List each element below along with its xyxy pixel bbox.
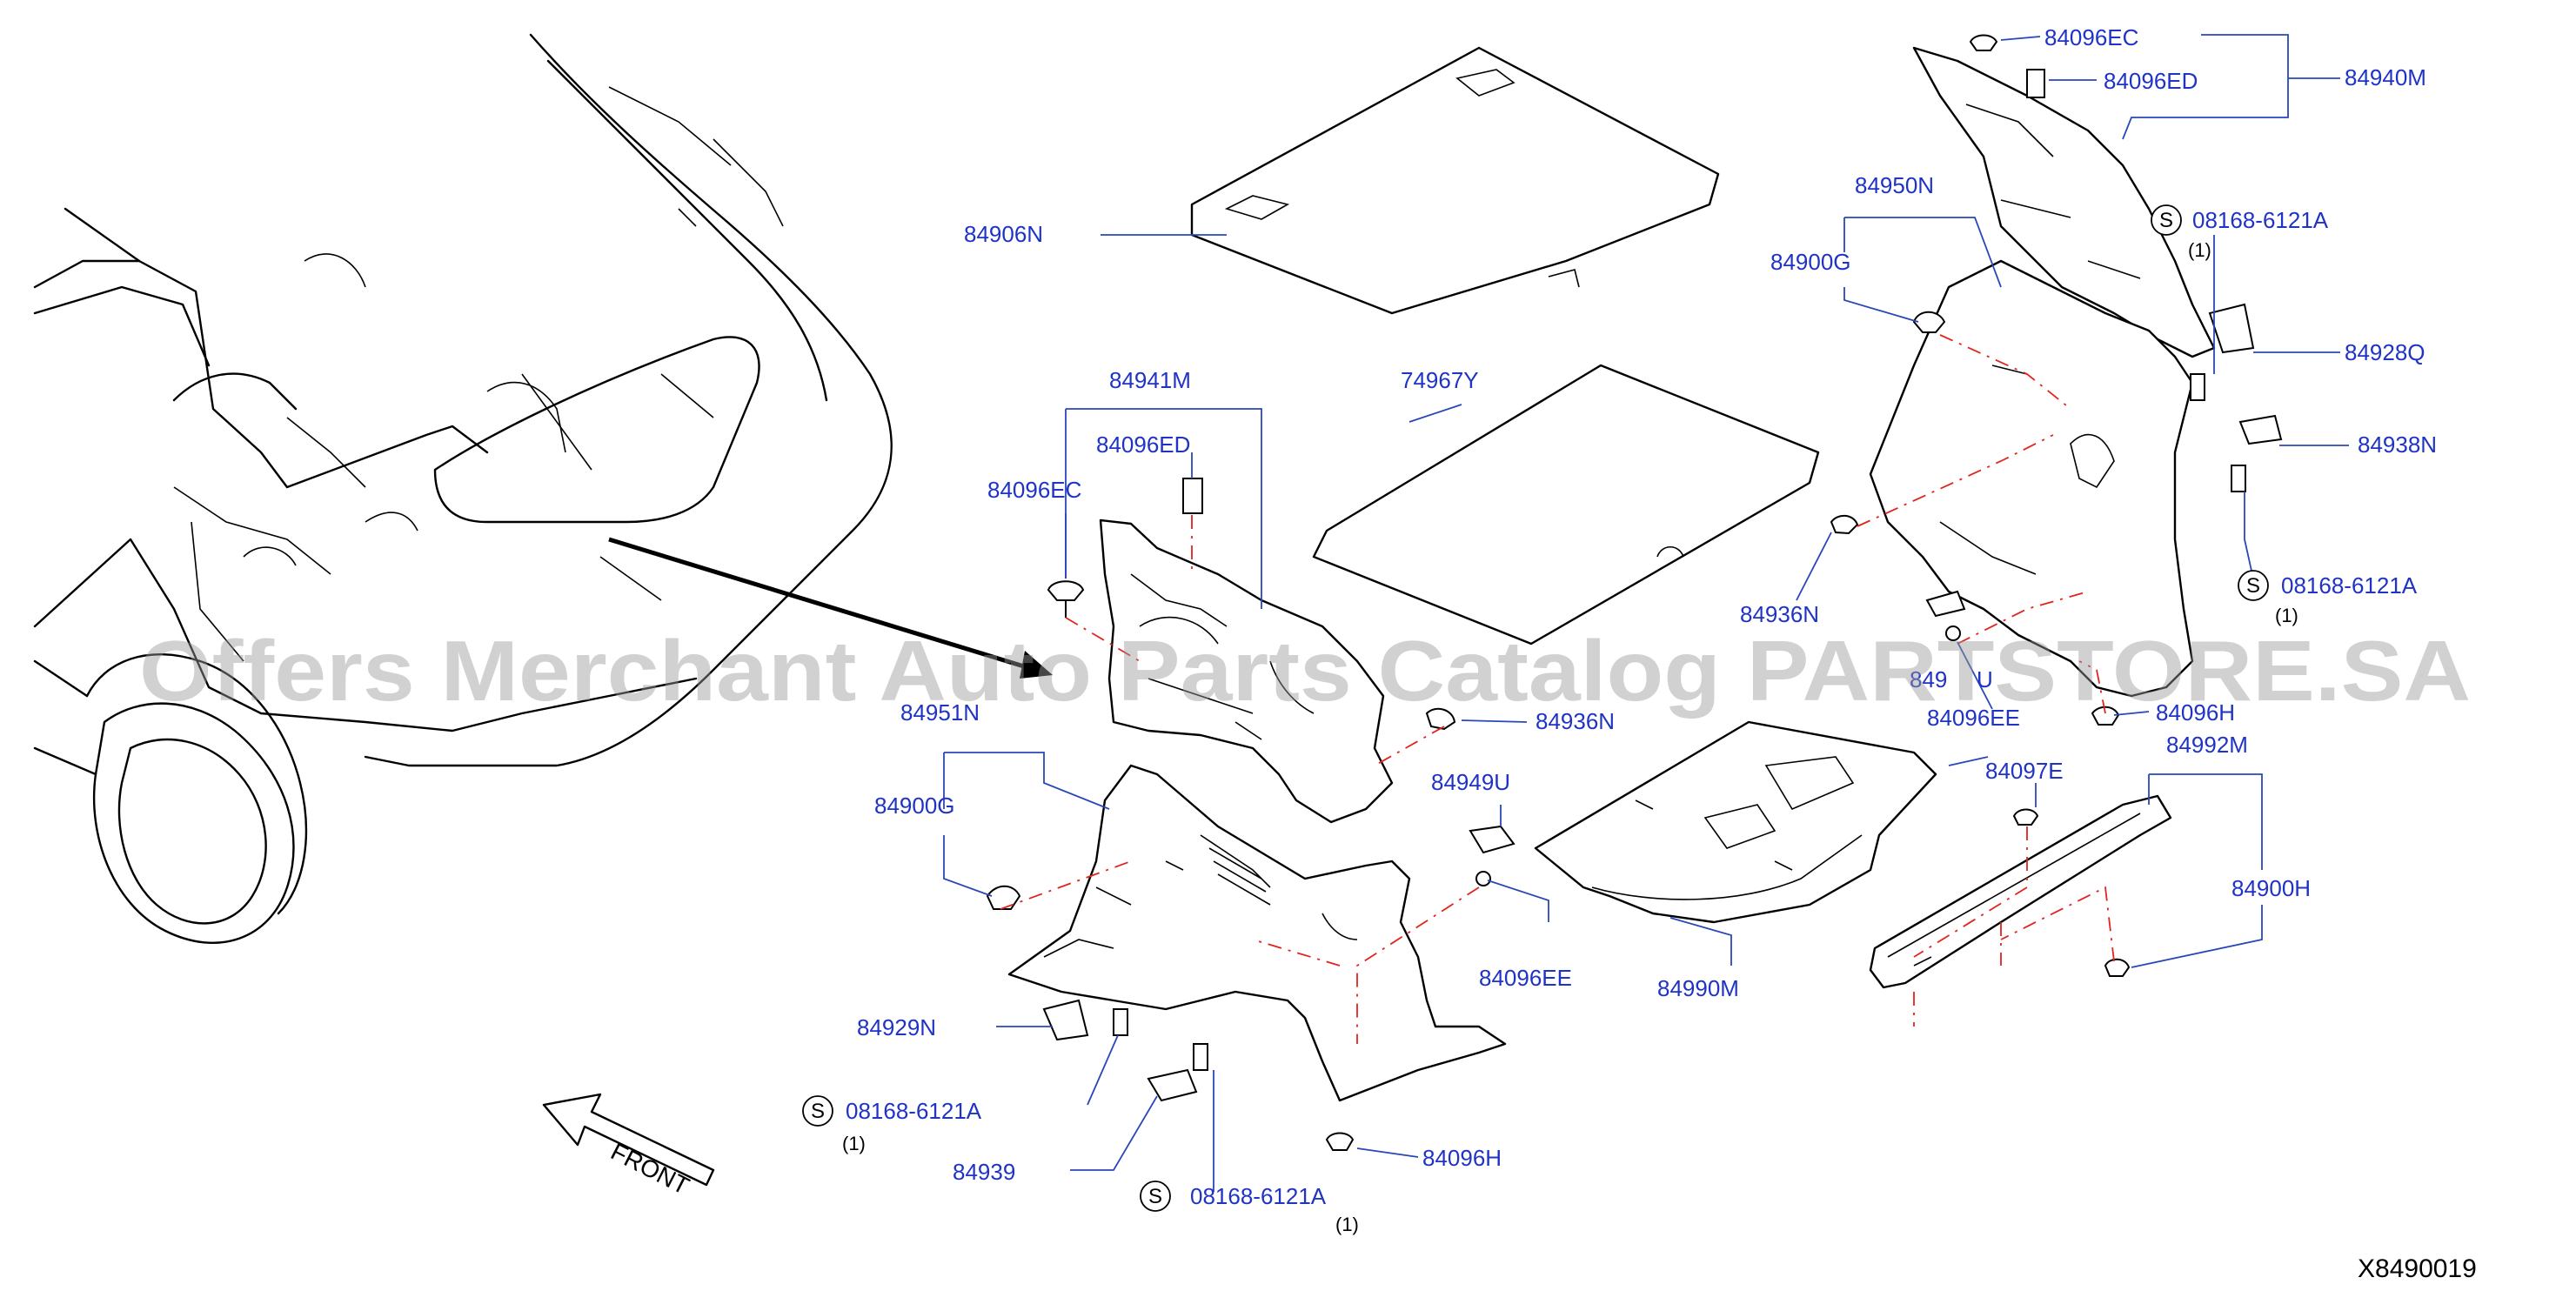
clip-84936N-mid [1425,707,1456,731]
clip-84097E [2012,808,2039,826]
leader-lines [943,34,2349,1192]
callout-84096ED-right[interactable]: 84096ED [2104,68,2198,94]
clip-84096EE-right [1945,625,1961,641]
bolt-08168-left2 [1193,1043,1208,1071]
callout-84949U-right-partial[interactable]: 849 [1910,666,1947,692]
assembly-lines [1000,334,2115,1044]
callout-84097E[interactable]: 84097E [1985,758,2064,784]
clip-84096H-right [2091,706,2120,726]
clip-84096EC-right [1969,34,1998,51]
callout-84941M[interactable]: 84941M [1109,367,1191,393]
cargo-tray-84990M [1534,720,1937,924]
callout-84949U-right-suffix: U [1977,666,1993,692]
callout-84906N[interactable]: 84906N [964,221,1043,247]
side-trim-right-84950N [1830,259,2283,726]
diagram-code: X8490019 [2358,1254,2477,1283]
callout-84936N-mid[interactable]: 84936N [1536,708,1615,734]
vehicle-rear-illustration [33,33,1053,944]
clip-84949U-right [1925,590,1966,618]
callout-84939[interactable]: 84939 [953,1159,1015,1185]
callout-84938N[interactable]: 84938N [2358,431,2437,458]
service-symbol-left2: S [1148,1185,1162,1208]
cargo-mat-74967Y [1312,364,1820,646]
qty-right2: (1) [2275,605,2298,626]
service-symbol-right1: S [2159,209,2173,232]
bracket-84938N [2238,414,2283,445]
callout-08168-right1[interactable]: 08168-6121A [2192,207,2329,233]
callout-84096ED-left[interactable]: 84096ED [1096,431,1190,458]
qty-left1: (1) [842,1133,866,1154]
clip-84096EE-left [1475,871,1491,886]
bolt-08168-left1 [1113,1008,1128,1036]
callout-84951N[interactable]: 84951N [900,699,980,726]
bracket-84939 [1147,1068,1198,1102]
callout-74967Y[interactable]: 74967Y [1401,367,1479,393]
clip-84096ED-left [1182,478,1203,514]
callout-84096EE-left[interactable]: 84096EE [1479,965,1572,991]
callout-84096EE-right[interactable]: 84096EE [1927,705,2020,731]
side-trim-upper-84941M [1047,478,1394,824]
callout-08168-left1[interactable]: 08168-6121A [846,1098,982,1124]
callout-84096H-right[interactable]: 84096H [2156,699,2235,726]
qty-right1: (1) [2188,239,2211,261]
callout-84990M[interactable]: 84990M [1657,975,1739,1001]
clip-84096ED-right [2026,69,2045,98]
service-symbol-left1: S [811,1100,825,1123]
watermark-text: Offers Merchant Auto Parts Catalog PARTS… [139,623,2471,719]
callout-84900H[interactable]: 84900H [2231,875,2311,901]
callout-84992M[interactable]: 84992M [2166,732,2248,758]
clip-84096H-left [1325,1132,1355,1151]
callout-84096H-left[interactable]: 84096H [1422,1145,1502,1171]
callout-84900G-left[interactable]: 84900G [874,793,955,819]
service-circle-right2 [2238,570,2269,601]
qty-left2: (1) [1335,1214,1359,1235]
service-circle-left2 [1140,1181,1171,1212]
callout-84928Q[interactable]: 84928Q [2345,339,2425,365]
callout-08168-right2[interactable]: 08168-6121A [2281,572,2418,599]
service-circle-right1 [2151,204,2182,236]
callout-84096EC-left[interactable]: 84096EC [987,477,1081,503]
service-circle-left1 [802,1095,833,1127]
clip-84900H [2104,958,2131,977]
callout-labels: 84906N 74967Y 84941M 84096ED 84096EC 849… [802,24,2437,1235]
side-trim-lower-84951N [986,707,1515,1151]
clip-84900G-right [1912,311,1946,333]
callout-08168-left2[interactable]: 08168-6121A [1190,1183,1327,1209]
bracket-84928Q [2208,303,2255,354]
callout-84929N[interactable]: 84929N [857,1014,936,1040]
bolt-08168-right1 [2190,373,2205,401]
callout-84940M[interactable]: 84940M [2345,64,2426,90]
callout-84900G-right[interactable]: 84900G [1770,249,1851,275]
clip-84096EC-left [1047,580,1085,601]
bracket-84929N [1042,999,1089,1041]
clip-84936N-right [1830,514,1859,535]
service-symbol-right2: S [2246,574,2260,598]
front-direction-indicator: FRONT [542,1093,715,1200]
bolt-08168-right2 [2231,465,2246,492]
cargo-mat-84906N [1190,46,1720,315]
callout-84936N-right[interactable]: 84936N [1740,601,1819,627]
clip-84900G-left [986,885,1021,910]
clip-84949U [1469,825,1515,854]
callout-84096EC-right[interactable]: 84096EC [2044,24,2138,50]
exploded-view-arrow [608,537,1036,672]
callout-84949U[interactable]: 84949U [1431,769,1510,795]
callout-84950N[interactable]: 84950N [1855,172,1934,198]
front-arrow-icon [542,1093,715,1187]
